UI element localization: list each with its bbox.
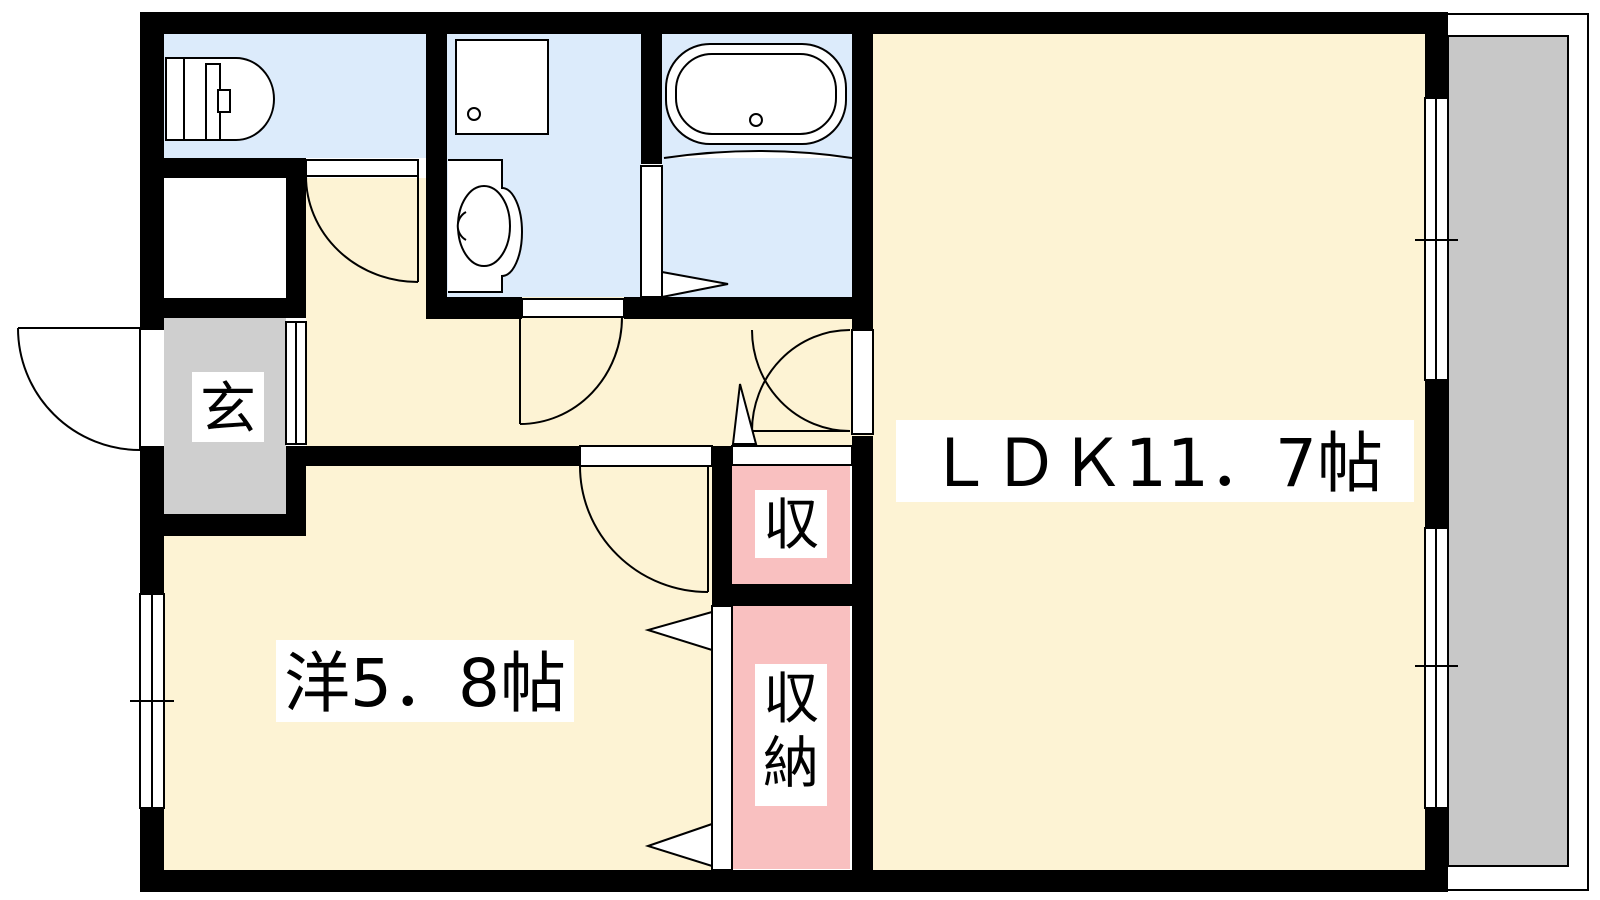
wall-right-top bbox=[1425, 12, 1448, 98]
wall-wash-bottom-right bbox=[624, 297, 873, 319]
wall-wash-left bbox=[426, 178, 447, 319]
washer-space-icon bbox=[455, 39, 549, 135]
wall-wash-bath bbox=[641, 34, 662, 164]
front-door bbox=[17, 327, 141, 451]
wall-entrance-bottom bbox=[140, 514, 306, 536]
room-labels: ＬＤＫ11．7帖 洋5．8帖 玄 収 収納 bbox=[192, 372, 1414, 806]
balcony-floor bbox=[1447, 35, 1569, 867]
wall-storage-divider bbox=[712, 584, 873, 606]
wall-toilet-bottom bbox=[140, 158, 306, 178]
wall-entrance-right bbox=[286, 446, 306, 536]
closet-floor bbox=[164, 178, 286, 298]
wall-closet-right bbox=[286, 158, 306, 318]
western-label: 洋5．8帖 bbox=[284, 645, 566, 722]
wall-wash-bottom bbox=[426, 297, 522, 319]
wall-ldk-left-lower bbox=[852, 436, 873, 892]
entrance-label: 玄 bbox=[200, 377, 256, 442]
wall-right-bottom bbox=[1425, 808, 1448, 892]
toilet-icon bbox=[165, 57, 275, 141]
toilet-door bbox=[305, 159, 419, 283]
balcony bbox=[1444, 13, 1589, 891]
wall-left-lower bbox=[140, 808, 164, 892]
wall-top bbox=[140, 12, 1448, 34]
western-door bbox=[579, 445, 713, 593]
storage-large-label-bg bbox=[755, 664, 827, 806]
washroom-door bbox=[519, 298, 625, 425]
storage-small-door bbox=[731, 383, 853, 466]
wall-bottom bbox=[140, 870, 1448, 892]
ldk-label-bg bbox=[896, 420, 1414, 502]
wall-ldk-left-upper bbox=[852, 34, 873, 341]
wall-toilet-right bbox=[426, 34, 447, 178]
doors bbox=[17, 159, 874, 871]
windows bbox=[130, 97, 1458, 809]
wall-closet-bottom bbox=[140, 298, 306, 318]
ldk-label: ＬＤＫ11．7帖 bbox=[927, 425, 1383, 502]
storage-large-label: 収納 bbox=[763, 667, 819, 796]
wall-hall-bottom-left bbox=[286, 446, 580, 466]
storage-small-label-bg bbox=[755, 490, 827, 558]
fixtures bbox=[165, 39, 853, 293]
western-label-bg bbox=[276, 640, 574, 722]
wash-basin-icon bbox=[448, 159, 523, 293]
bathroom-door bbox=[640, 165, 729, 299]
bathtub-icon bbox=[663, 43, 853, 159]
entrance-label-bg bbox=[192, 372, 264, 442]
storage-small-label: 収 bbox=[763, 493, 819, 558]
storage-large-doors bbox=[644, 605, 733, 871]
wall-right-mid bbox=[1425, 380, 1448, 528]
ldk-door bbox=[751, 329, 874, 435]
